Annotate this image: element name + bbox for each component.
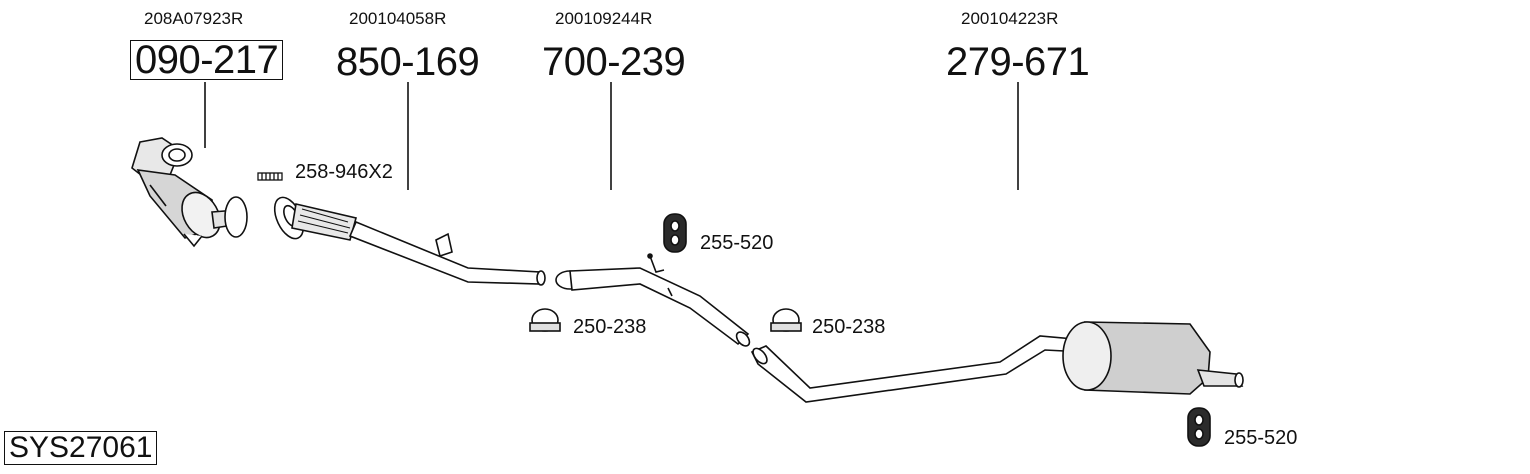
system-code: SYS27061 — [4, 431, 158, 465]
rubber-hanger-icon — [663, 213, 687, 253]
oem-number: 200109244R — [555, 9, 653, 28]
part-number-label[interactable]: 090-217 — [130, 40, 284, 80]
accessory-label[interactable]: 250-238 — [812, 316, 886, 338]
accessory-label[interactable]: 255-520 — [700, 232, 774, 254]
accessory-label[interactable]: 258-946X2 — [295, 161, 393, 183]
accessory-label[interactable]: 250-238 — [573, 316, 647, 338]
part-number-label[interactable]: 700-239 — [542, 40, 686, 84]
oem-number: 208A07923R — [144, 9, 244, 28]
stud-bolt-icon — [257, 172, 283, 181]
center-pipe-icon — [555, 253, 751, 347]
part-number-label[interactable]: 279-671 — [946, 40, 1090, 84]
oem-number: 200104058R — [349, 9, 447, 28]
pipe-clamp-icon — [529, 308, 561, 332]
rear-silencer-icon — [750, 321, 1244, 403]
accessory-label[interactable]: 255-520 — [1224, 427, 1298, 449]
pipe-clamp-icon — [770, 308, 802, 332]
rubber-hanger-icon — [1187, 407, 1211, 447]
oem-number: 200104223R — [961, 9, 1059, 28]
front-pipe-icon — [273, 196, 546, 286]
catalytic-converter-icon — [131, 137, 248, 248]
part-number-label[interactable]: 850-169 — [336, 40, 480, 84]
